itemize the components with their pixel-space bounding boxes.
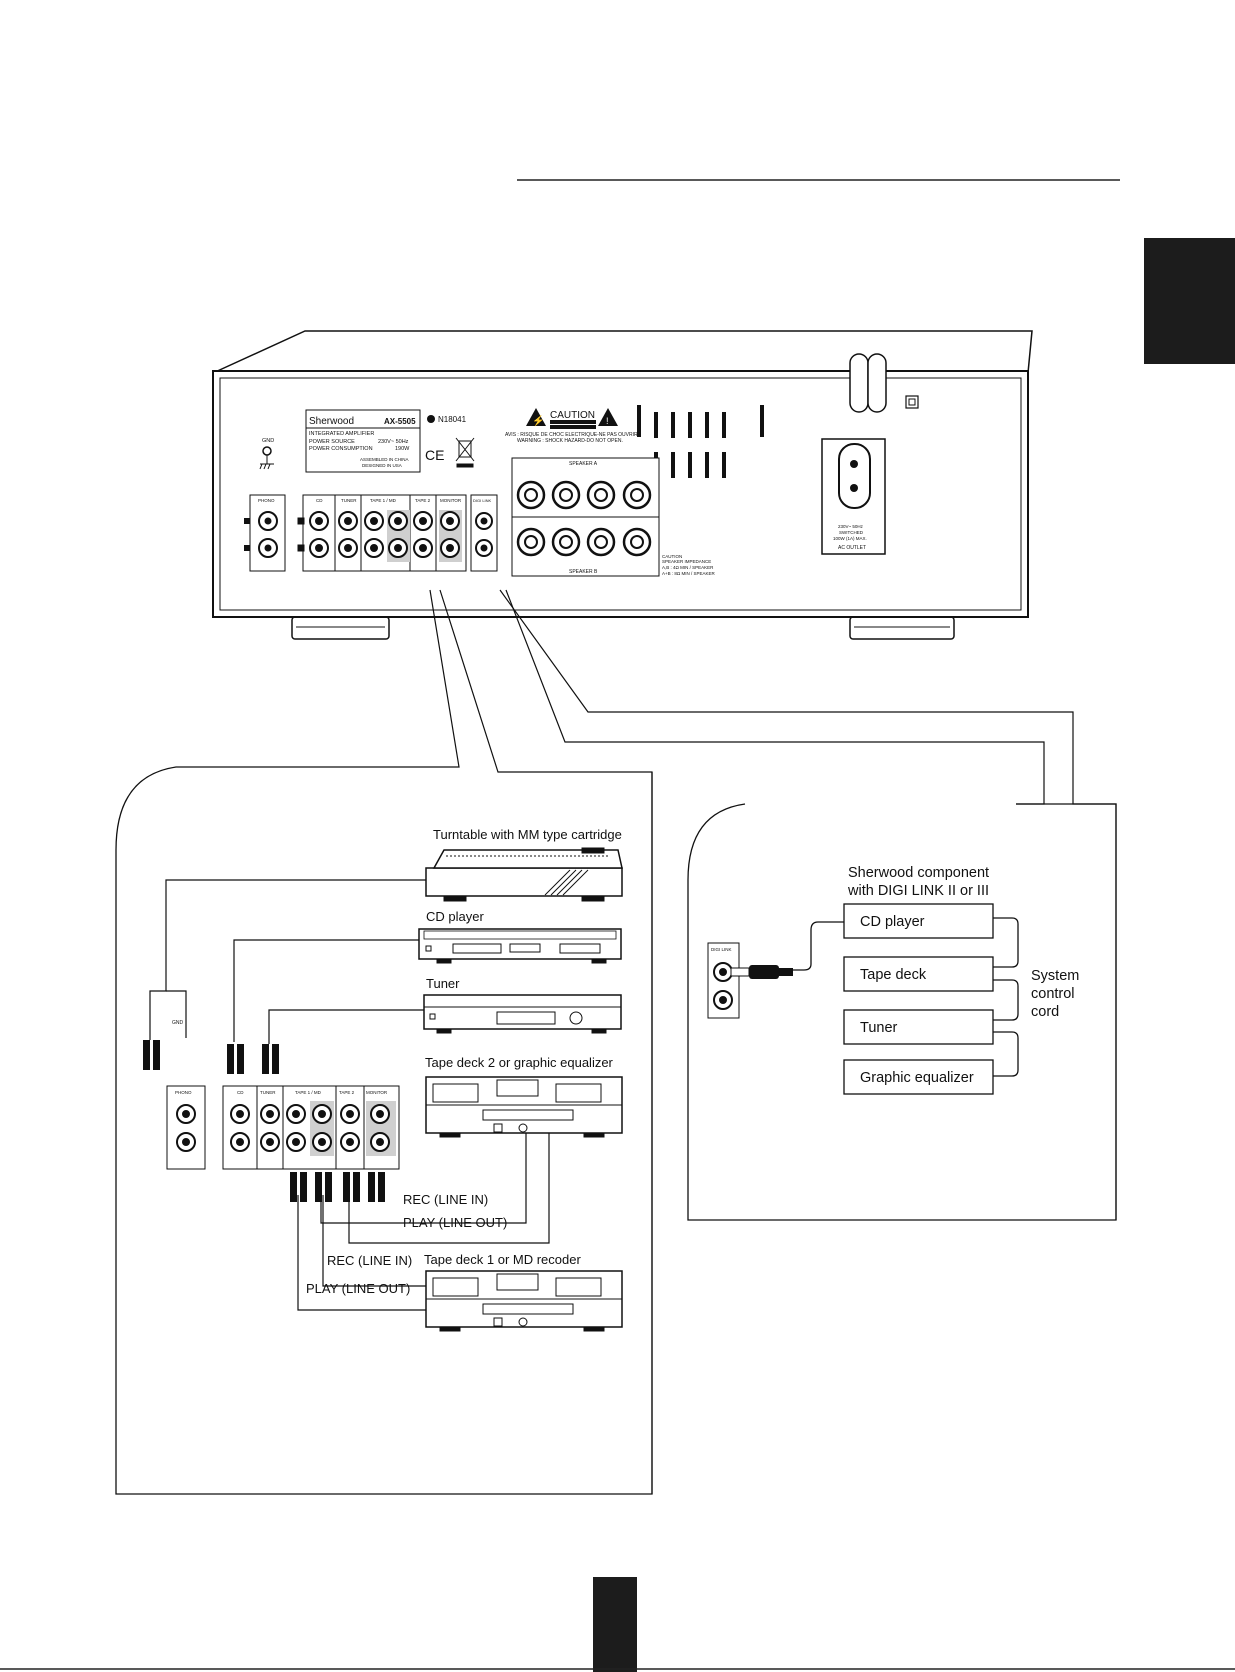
play-line-out-label-2: PLAY (LINE OUT) [306, 1281, 410, 1296]
speaker-caution-4: A+B : 8Ω MIN / SPEAKER [662, 571, 716, 576]
rec-line-in-label: REC (LINE IN) [403, 1192, 488, 1207]
digilink-box-cd: CD player [860, 914, 925, 930]
brand-logo: Sherwood [309, 416, 354, 427]
tape-deck-2-label: Tape deck 2 or graphic equalizer [425, 1055, 614, 1070]
jack-label-tape1: TAPE 1 / MD [370, 498, 397, 503]
speaker-terminals [511, 457, 660, 577]
cd-player-label: CD player [426, 909, 484, 924]
caution-title: CAUTION [550, 410, 595, 421]
jack-label-tape2: TAPE 2 [415, 498, 431, 503]
outlet-spec-4: AC OUTLET [838, 545, 866, 551]
jack-label-tuner: TUNER [341, 498, 357, 503]
cd-player-device [418, 928, 622, 964]
speaker-caution-1: CAUTION [662, 554, 682, 559]
svg-text:⚡: ⚡ [532, 414, 544, 427]
tuner-device [423, 994, 622, 1034]
enlarged-cd-label: CD [237, 1090, 244, 1095]
outlet-spec-3: 100W (1A) MAX. [833, 536, 867, 541]
gnd-label: GND [262, 438, 274, 444]
power-consumption-label: POWER CONSUMPTION [309, 446, 373, 452]
enlarged-phono-label: PHONO [175, 1090, 192, 1095]
page-number-tab [593, 1577, 637, 1672]
gnd-terminal-icon [259, 446, 274, 470]
digilink-box-equalizer: Graphic equalizer [860, 1070, 974, 1086]
digilink-boxes [843, 903, 994, 1095]
page-side-tab [1144, 238, 1235, 364]
digilink-title-2: with DIGI LINK II or III [847, 883, 989, 899]
left-detail-panel [115, 766, 653, 1495]
outlet-spec-1: 230V~ 50Hz [838, 524, 864, 529]
outlet-spec-2: SWITCHED [839, 530, 864, 535]
ac-outlet: 230V~ 50Hz SWITCHED 100W (1A) MAX. AC OU… [821, 438, 886, 555]
right-digilink-label: DIGI LINK [711, 947, 732, 952]
enlarged-gnd-label: GND [172, 1020, 184, 1026]
enlarged-tuner-label: TUNER [260, 1090, 276, 1095]
power-source-value: 230V~ 50Hz [378, 439, 409, 445]
callout-leader-lines [420, 589, 1117, 1494]
ce-mark: CE [425, 447, 444, 463]
rating-label: Sherwood AX-5505 INTEGRATED AMPLIFIER PO… [305, 409, 421, 473]
designed-text: DESIGNED IN USA [362, 463, 402, 468]
line-jack-block [297, 494, 467, 572]
signal-cables [149, 879, 550, 1311]
model-number: AX-5505 [384, 417, 416, 426]
power-source-label: POWER SOURCE [309, 439, 355, 445]
system-cord-label-1: System [1031, 968, 1079, 984]
enlarged-monitor-label: MONITOR [366, 1090, 388, 1095]
power-consumption-value: 190W [395, 446, 410, 452]
svg-text:!: ! [606, 416, 609, 426]
cert-code: N18041 [438, 415, 467, 424]
tape-deck-1-device [425, 1270, 623, 1332]
digilink-box-tape: Tape deck [860, 967, 927, 983]
system-control-cords [793, 917, 1019, 1077]
play-line-out-label: PLAY (LINE OUT) [403, 1215, 507, 1230]
turntable-device [425, 847, 623, 902]
digilink-box-tuner: Tuner [860, 1020, 898, 1036]
tape-deck-1-label: Tape deck 1 or MD recoder [424, 1252, 581, 1267]
system-cord-label-3: cord [1031, 1004, 1059, 1020]
turntable-label: Turntable with MM type cartridge [433, 827, 622, 842]
warning-en: WARNING : SHOCK HAZARD-DO NOT OPEN. [517, 438, 623, 444]
certification-icon [427, 415, 435, 423]
phono-jack-block: PHONO [244, 494, 286, 572]
jack-label-cd: CD [316, 498, 323, 503]
rca-plugs [143, 1040, 385, 1202]
caution-label: ⚡ CAUTION ! AVIS : RISQUE DE CHOC ELECTR… [505, 408, 639, 444]
tuner-label: Tuner [426, 976, 460, 991]
digilink-jack-block [470, 494, 498, 572]
system-cord-label-2: control [1031, 986, 1075, 1002]
amp-type: INTEGRATED AMPLIFIER [309, 431, 374, 437]
speaker-caution-2: SPEAKER IMPEDANCE [662, 559, 711, 564]
enlarged-tape2-label: TAPE 2 [339, 1090, 355, 1095]
digilink-title-1: Sherwood component [848, 865, 989, 881]
svg-text:PHONO: PHONO [258, 498, 275, 503]
jack-label-monitor: MONITOR [440, 498, 462, 503]
tape-deck-2-device [425, 1076, 623, 1138]
rec-line-in-label-2: REC (LINE IN) [327, 1253, 412, 1268]
digilink-plug [730, 965, 793, 979]
assembled-text: ASSEMBLED IN CHINA [360, 457, 409, 462]
jack-label-digilink: DIGI LINK [473, 498, 492, 503]
speaker-b-label: SPEAKER B [569, 569, 598, 575]
warning-fr: AVIS : RISQUE DE CHOC ELECTRIQUE-NE PAS … [505, 432, 639, 438]
enlarged-jack-panel [166, 1085, 400, 1170]
enlarged-tape1-label: TAPE 1 / MD [295, 1090, 322, 1095]
weee-bin-icon [455, 437, 475, 468]
vent-slots [637, 405, 764, 478]
right-digilink-jack [707, 942, 740, 1019]
speaker-caution-3: A,B : 4Ω MIN / SPEAKER [662, 565, 714, 570]
speaker-a-label: SPEAKER A [569, 461, 598, 467]
right-detail-panel [687, 803, 1117, 1221]
